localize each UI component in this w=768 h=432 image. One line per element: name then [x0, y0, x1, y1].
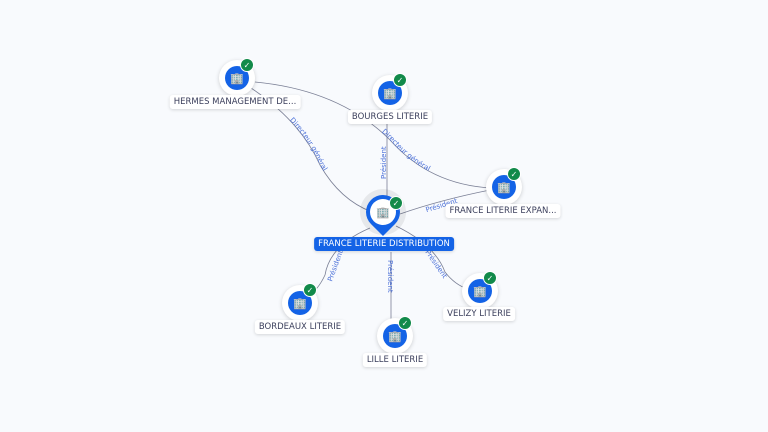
verified-check-icon: ✓ — [398, 316, 412, 330]
edge-label: Président — [380, 146, 388, 179]
node-label[interactable]: HERMES MANAGEMENT DE... — [169, 95, 301, 109]
edge-label: Président — [423, 249, 448, 281]
edge-hermes-expansion — [254, 81, 493, 189]
edge-label: Directeur général — [288, 116, 329, 172]
verified-check-icon: ✓ — [303, 283, 317, 297]
edge-label: Président — [326, 249, 345, 283]
node-label[interactable]: FRANCE LITERIE EXPAN... — [445, 204, 561, 218]
node-label[interactable]: BORDEAUX LITERIE — [254, 320, 346, 334]
verified-check-icon: ✓ — [483, 271, 497, 285]
node-label[interactable]: BOURGES LITERIE — [347, 110, 433, 124]
node-label[interactable]: VELIZY LITERIE — [443, 307, 515, 321]
verified-check-icon: ✓ — [389, 196, 403, 210]
node-lille[interactable]: 🏢✓ — [377, 316, 413, 354]
node-velizy[interactable]: 🏢✓ — [462, 271, 498, 309]
node-bordeaux[interactable]: 🏢✓ — [282, 283, 318, 321]
node-hermes[interactable]: 🏢✓ — [219, 58, 255, 96]
verified-check-icon: ✓ — [240, 58, 254, 72]
node-bourges[interactable]: 🏢✓ — [372, 73, 408, 111]
edge-label: Président — [386, 260, 394, 293]
building-icon: 🏢 — [492, 175, 516, 199]
edge-expansion-center — [399, 189, 491, 215]
node-label[interactable]: LILLE LITERIE — [362, 353, 428, 367]
node-france-literie-expansion[interactable]: 🏢✓ — [486, 167, 522, 205]
building-icon: 🏢 — [288, 291, 312, 315]
verified-check-icon: ✓ — [507, 167, 521, 181]
center-label[interactable]: FRANCE LITERIE DISTRIBUTION — [314, 237, 454, 251]
verified-check-icon: ✓ — [393, 73, 407, 87]
